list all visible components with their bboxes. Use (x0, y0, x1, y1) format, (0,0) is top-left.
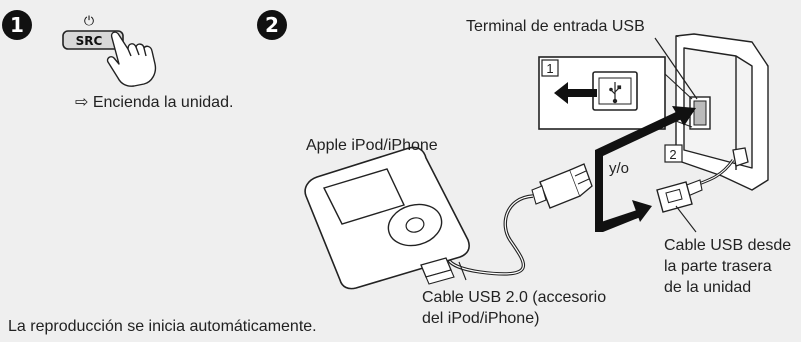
routing-arrows (595, 106, 696, 232)
svg-text:SRC: SRC (76, 34, 103, 48)
cable-usb20-label-line2: del iPod/iPhone) (422, 310, 539, 327)
or-label: y/o (609, 160, 629, 177)
ipod-screen (323, 168, 405, 225)
pull-arrow-icon (554, 82, 597, 104)
src-button[interactable]: SRC (62, 30, 124, 50)
ipod-device (304, 146, 470, 290)
step-2-badge: 2 (257, 10, 287, 40)
usb20-callout-line (458, 261, 467, 281)
usb-symbol-icon (609, 82, 622, 104)
device-label: Apple iPod/iPhone (306, 137, 438, 154)
terminal-label: Terminal de entrada USB (466, 18, 645, 35)
cable-usb-rear-label-line1: Cable USB desde (664, 237, 791, 254)
rear-usb-cable (656, 159, 735, 213)
step1-instruction: ⇨ Encienda la unidad. (75, 94, 233, 111)
power-icon: ⏻ (84, 14, 94, 29)
rear-port (732, 147, 749, 167)
cable-usb-rear-label-line2: la parte trasera (664, 258, 772, 275)
usb20-cable (446, 163, 593, 276)
footer-text: La reproducción se inicia automáticament… (8, 318, 317, 335)
cable-usb-rear-label-line3: de la unidad (664, 279, 751, 296)
terminal-callout-line (654, 37, 698, 100)
inset-panel-1: 1 (538, 56, 666, 130)
rear-cable-callout-line (675, 205, 697, 233)
svg-text:2: 2 (669, 147, 676, 162)
cable-usb20-label-line1: Cable USB 2.0 (accesorio (422, 289, 606, 306)
step-1-badge: 1 (2, 10, 32, 40)
svg-text:1: 1 (546, 61, 553, 76)
panel-2-label: 2 (664, 144, 683, 163)
hand-icon (106, 31, 157, 87)
usb-terminal[interactable] (689, 96, 711, 130)
